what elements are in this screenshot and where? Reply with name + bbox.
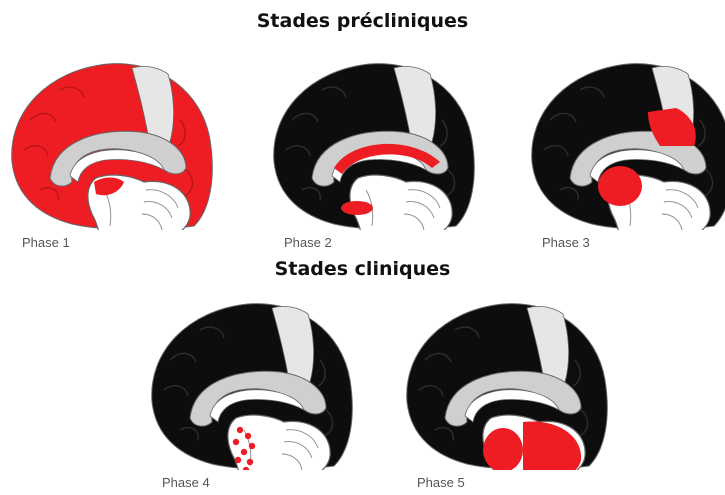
heading-preclinical-stages: Stades précliniques — [0, 10, 725, 32]
brain-sagittal-diagram — [520, 50, 725, 230]
brain-sagittal-diagram — [262, 50, 477, 230]
brain-sagittal-diagram — [140, 290, 355, 470]
phase-3-label: Phase 3 — [542, 235, 590, 250]
phase-4-panel: Phase 4 — [140, 290, 355, 495]
phase-3-panel: Phase 3 — [520, 50, 725, 255]
phase-5-label: Phase 5 — [417, 475, 465, 490]
phase-5-panel: Phase 5 — [395, 290, 610, 495]
pons-region — [483, 428, 523, 470]
brain-sagittal-diagram — [0, 50, 215, 230]
amygdala-region — [341, 201, 373, 215]
phase-1-label: Phase 1 — [22, 235, 70, 250]
phase-4-label: Phase 4 — [162, 475, 210, 490]
phase-1-panel: Phase 1 — [0, 50, 215, 255]
phase-2-panel: Phase 2 — [262, 50, 477, 255]
thalamus-region — [598, 166, 642, 206]
phase-2-label: Phase 2 — [284, 235, 332, 250]
heading-clinical-stages: Stades cliniques — [0, 258, 725, 280]
brain-sagittal-diagram — [395, 290, 610, 470]
